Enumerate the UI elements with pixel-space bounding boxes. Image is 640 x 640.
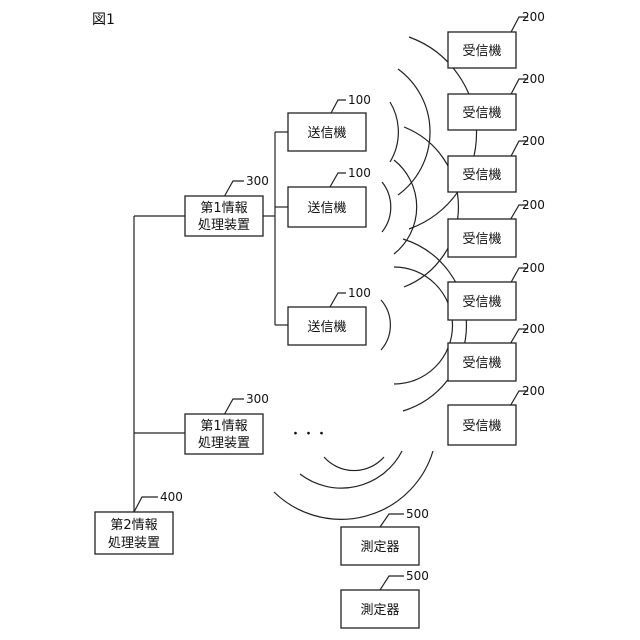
ref-200: 200: [522, 322, 545, 336]
svg-text:処理装置: 処理装置: [198, 436, 250, 451]
receiver-box: 受信機 200: [448, 198, 545, 257]
ref-100: 100: [348, 166, 371, 180]
ref-100: 100: [348, 93, 371, 107]
ref-300: 300: [246, 174, 269, 188]
svg-text:送信機: 送信機: [307, 126, 346, 141]
first-processor-box: 第1情報 処理装置 300: [185, 174, 269, 236]
ref-500: 500: [406, 569, 429, 583]
svg-text:測定器: 測定器: [360, 540, 399, 555]
wave-arc: [404, 127, 458, 287]
svg-text:受信機: 受信機: [462, 232, 501, 247]
svg-text:処理装置: 処理装置: [198, 218, 250, 233]
ref-200: 200: [522, 134, 545, 148]
svg-text:送信機: 送信機: [307, 201, 346, 216]
receiver-box: 受信機 200: [448, 10, 545, 68]
radio-waves: [274, 37, 477, 519]
receiver-box: 受信機 200: [448, 322, 545, 381]
second-processor-box: 第2情報 処理装置 400: [95, 490, 183, 554]
svg-text:第1情報: 第1情報: [200, 201, 247, 216]
ref-400: 400: [160, 490, 183, 504]
ref-200: 200: [522, 10, 545, 24]
wave-arc: [390, 102, 398, 162]
ellipsis: ・・・: [289, 427, 328, 442]
receiver-box: 受信機 200: [448, 261, 545, 320]
ref-200: 200: [522, 72, 545, 86]
wave-arc: [403, 239, 466, 411]
svg-text:第1情報: 第1情報: [200, 419, 247, 434]
connection-lines: [134, 132, 288, 512]
measuring-device-box: 測定器 500: [341, 569, 429, 628]
svg-text:第2情報: 第2情報: [110, 518, 157, 533]
svg-text:処理装置: 処理装置: [108, 536, 160, 551]
wave-arc: [382, 182, 391, 232]
transmitter-box: 送信機 100: [288, 286, 371, 345]
ref-200: 200: [522, 261, 545, 275]
wave-arc: [300, 451, 402, 488]
transmitter-box: 送信機 100: [288, 93, 371, 151]
ref-100: 100: [348, 286, 371, 300]
svg-text:受信機: 受信機: [462, 295, 501, 310]
ref-200: 200: [522, 384, 545, 398]
figure-title: 図1: [92, 12, 115, 28]
first-processor-box: 第1情報 処理装置 300: [185, 392, 269, 454]
svg-text:受信機: 受信機: [462, 106, 501, 121]
svg-text:受信機: 受信機: [462, 356, 501, 371]
transmitter-box: 送信機 100: [288, 166, 371, 227]
ref-500: 500: [406, 507, 429, 521]
ref-200: 200: [522, 198, 545, 212]
ref-300: 300: [246, 392, 269, 406]
receiver-box: 受信機 200: [448, 134, 545, 192]
receiver-column: 受信機 200 受信機 200 受信機 200 受信機 200 受信機 200 …: [448, 10, 545, 445]
transmitter-group: 送信機 100 送信機 100 送信機 100: [288, 93, 371, 345]
wave-arc: [381, 300, 390, 350]
wave-arc: [324, 457, 384, 471]
svg-text:受信機: 受信機: [462, 419, 501, 434]
receiver-box: 受信機 200: [448, 384, 545, 445]
svg-text:受信機: 受信機: [462, 168, 501, 183]
measuring-device-box: 測定器 500: [341, 507, 429, 565]
svg-text:送信機: 送信機: [307, 320, 346, 335]
svg-text:受信機: 受信機: [462, 44, 501, 59]
wave-arc: [394, 267, 453, 384]
svg-text:測定器: 測定器: [360, 603, 399, 618]
